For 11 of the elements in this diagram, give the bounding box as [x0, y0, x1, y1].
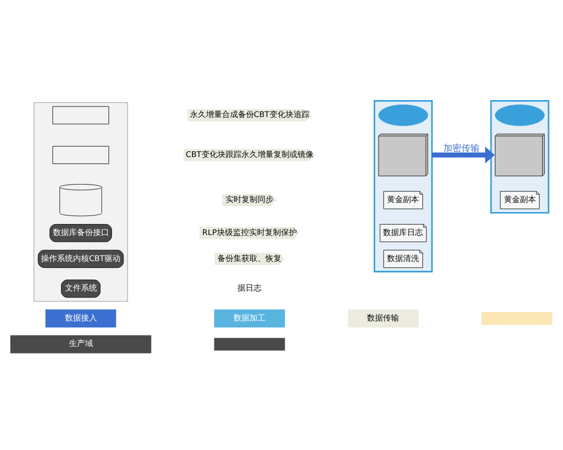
- node-box: [52, 146, 110, 164]
- cluster: [374, 100, 433, 272]
- cluster: [34, 102, 128, 302]
- cluster: [490, 100, 550, 214]
- arrow: [432, 146, 495, 164]
- node-bar: [482, 312, 552, 325]
- node-cloud: [378, 104, 428, 126]
- node-cloud: [494, 104, 545, 126]
- node-bar: [214, 338, 285, 351]
- edge-label: 加密传输: [444, 144, 480, 154]
- node-box: [52, 106, 110, 124]
